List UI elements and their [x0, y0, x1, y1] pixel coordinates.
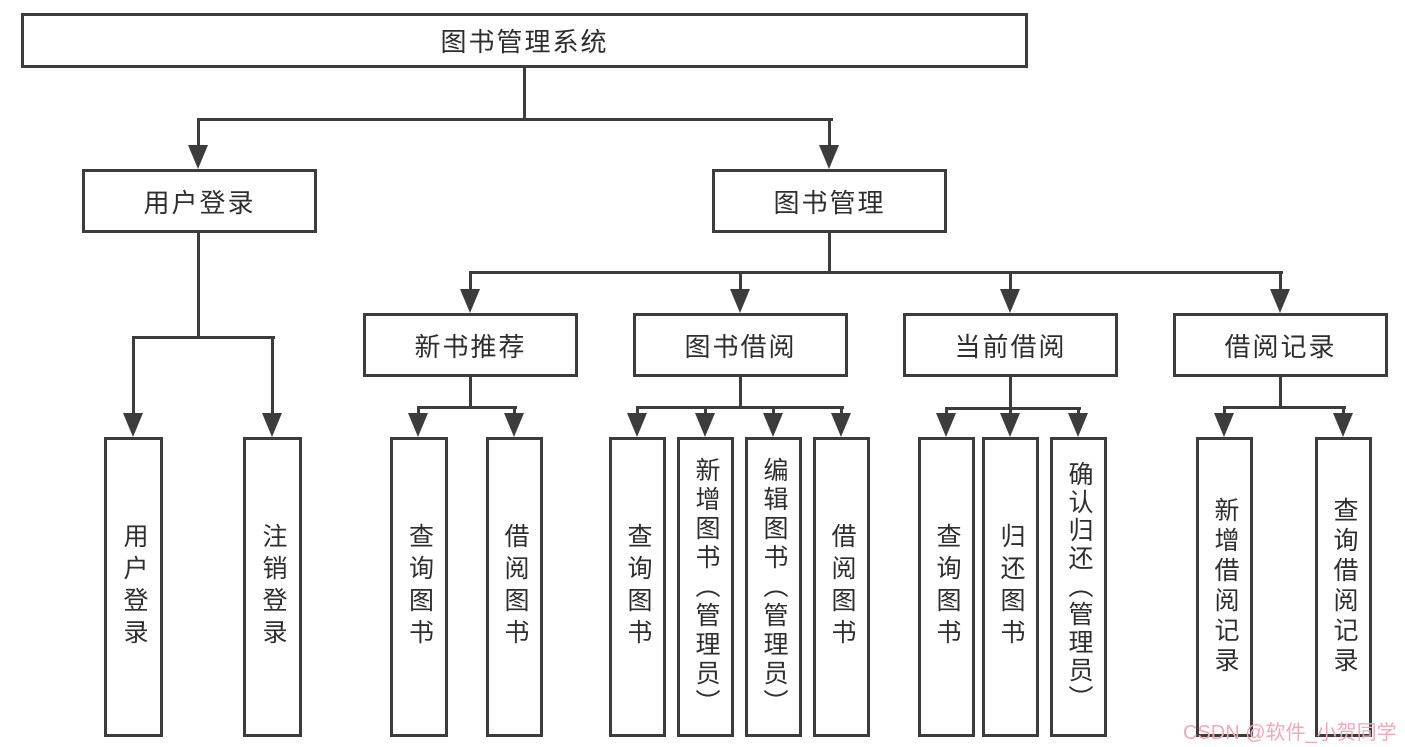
leaf-label: 新增图书（管理员）: [692, 456, 720, 718]
connector-drop: [739, 271, 742, 293]
connector-drop: [772, 406, 775, 418]
node-borrow-record: 借阅记录: [1173, 313, 1388, 377]
leaf-label: 编辑图书（管理员）: [760, 456, 788, 718]
node-root: 图书管理系统: [21, 13, 1028, 68]
connector-stub: [1009, 377, 1012, 409]
connector-rail: [1223, 406, 1346, 409]
connector-drop: [1009, 271, 1012, 293]
arrow-down-icon: [123, 413, 143, 437]
arrow-down-icon: [695, 413, 715, 437]
connector-drop: [945, 407, 948, 418]
connector-rail: [945, 407, 1081, 410]
arrow-down-icon: [408, 413, 428, 437]
leaf-query-borrow-record: 查询借阅记录: [1315, 437, 1372, 737]
arrow-down-icon: [1000, 413, 1020, 437]
connector-drop: [636, 406, 639, 418]
node-book-borrow-label: 图书借阅: [684, 331, 797, 362]
leaf-label: 借阅图书: [501, 523, 529, 651]
connector-stub: [739, 375, 742, 408]
connector-root-rail: [197, 118, 833, 121]
connector-drop: [132, 336, 135, 418]
connector-drop: [1223, 406, 1226, 418]
connector-userlogin-rail: [132, 336, 275, 339]
leaf-query-book: 查询图书: [390, 437, 448, 737]
leaf-label: 查询图书: [405, 523, 434, 651]
connector-stub: [469, 377, 472, 408]
connector-bookmgmt-stub: [828, 233, 831, 273]
node-borrow-record-label: 借阅记录: [1224, 331, 1337, 362]
connector-drop: [1009, 407, 1012, 418]
arrow-down-icon: [763, 413, 783, 437]
node-current-borrow: 当前借阅: [903, 313, 1118, 377]
leaf-borrow-book: 借阅图书: [486, 437, 543, 737]
node-book-management-label: 图书管理: [773, 187, 886, 218]
arrow-down-icon: [1000, 289, 1020, 313]
node-new-book-recommend: 新书推荐: [363, 313, 578, 377]
connector-drop: [513, 406, 516, 418]
arrow-down-icon: [1068, 413, 1088, 437]
arrow-down-icon: [188, 145, 208, 169]
arrow-down-icon: [460, 289, 480, 313]
leaf-return-book: 归还图书: [982, 437, 1039, 737]
leaf-add-borrow-record: 新增借阅记录: [1196, 437, 1253, 737]
leaf-logout: 注销登录: [243, 437, 302, 737]
connector-bookmgmt-rail: [469, 271, 1283, 274]
arrow-down-icon: [730, 289, 750, 313]
connector-drop: [1279, 271, 1282, 293]
leaf-label: 查询借阅记录: [1330, 497, 1358, 677]
node-new-book-recommend-label: 新书推荐: [414, 331, 527, 362]
connector-stub: [1279, 377, 1282, 408]
connector-userlogin-stub: [197, 233, 200, 337]
connector-root-stub: [523, 68, 526, 120]
arrow-down-icon: [1214, 413, 1234, 437]
leaf-label: 注销登录: [259, 523, 287, 651]
leaf-confirm-return-admin: 确认归还（管理员）: [1050, 437, 1107, 737]
leaf-add-book-admin: 新增图书（管理员）: [677, 437, 734, 737]
arrow-down-icon: [262, 413, 282, 437]
connector-drop: [1342, 406, 1345, 418]
leaf-label: 新增借阅记录: [1211, 497, 1239, 677]
leaf-label: 借阅图书: [828, 523, 856, 651]
connector-drop-user-login: [197, 118, 200, 150]
leaf-label: 归还图书: [997, 523, 1025, 651]
leaf-user-login: 用户登录: [104, 437, 163, 737]
connector-rail: [636, 406, 844, 409]
csdn-watermark: CSDN @软件_小贺同学: [1183, 722, 1397, 744]
connector-drop: [469, 271, 472, 293]
node-user-login: 用户登录: [82, 169, 317, 233]
node-root-label: 图书管理系统: [440, 27, 609, 57]
connector-drop-book-mgmt: [828, 118, 831, 150]
connector-drop: [840, 406, 843, 418]
leaf-query-book: 查询图书: [918, 437, 975, 737]
arrow-down-icon: [831, 413, 851, 437]
node-book-management: 图书管理: [712, 169, 947, 233]
node-current-borrow-label: 当前借阅: [954, 331, 1067, 362]
connector-drop: [1077, 407, 1080, 418]
connector-drop: [271, 336, 274, 418]
leaf-label: 确认归还（管理员）: [1065, 461, 1093, 713]
leaf-label: 查询图书: [933, 523, 961, 651]
connector-drop: [417, 406, 420, 418]
leaf-label: 查询图书: [624, 523, 652, 651]
arrow-down-icon: [936, 413, 956, 437]
arrow-down-icon: [1333, 413, 1353, 437]
arrow-down-icon: [819, 145, 839, 169]
node-book-borrow: 图书借阅: [633, 313, 848, 377]
arrow-down-icon: [504, 413, 524, 437]
node-user-login-label: 用户登录: [143, 187, 256, 218]
connector-drop: [704, 406, 707, 418]
leaf-query-book: 查询图书: [609, 437, 666, 737]
leaf-borrow-book: 借阅图书: [813, 437, 870, 737]
leaf-edit-book-admin: 编辑图书（管理员）: [745, 437, 802, 737]
leaf-label: 用户登录: [120, 523, 148, 651]
connector-rail: [417, 406, 517, 409]
arrow-down-icon: [1270, 289, 1290, 313]
arrow-down-icon: [627, 413, 647, 437]
